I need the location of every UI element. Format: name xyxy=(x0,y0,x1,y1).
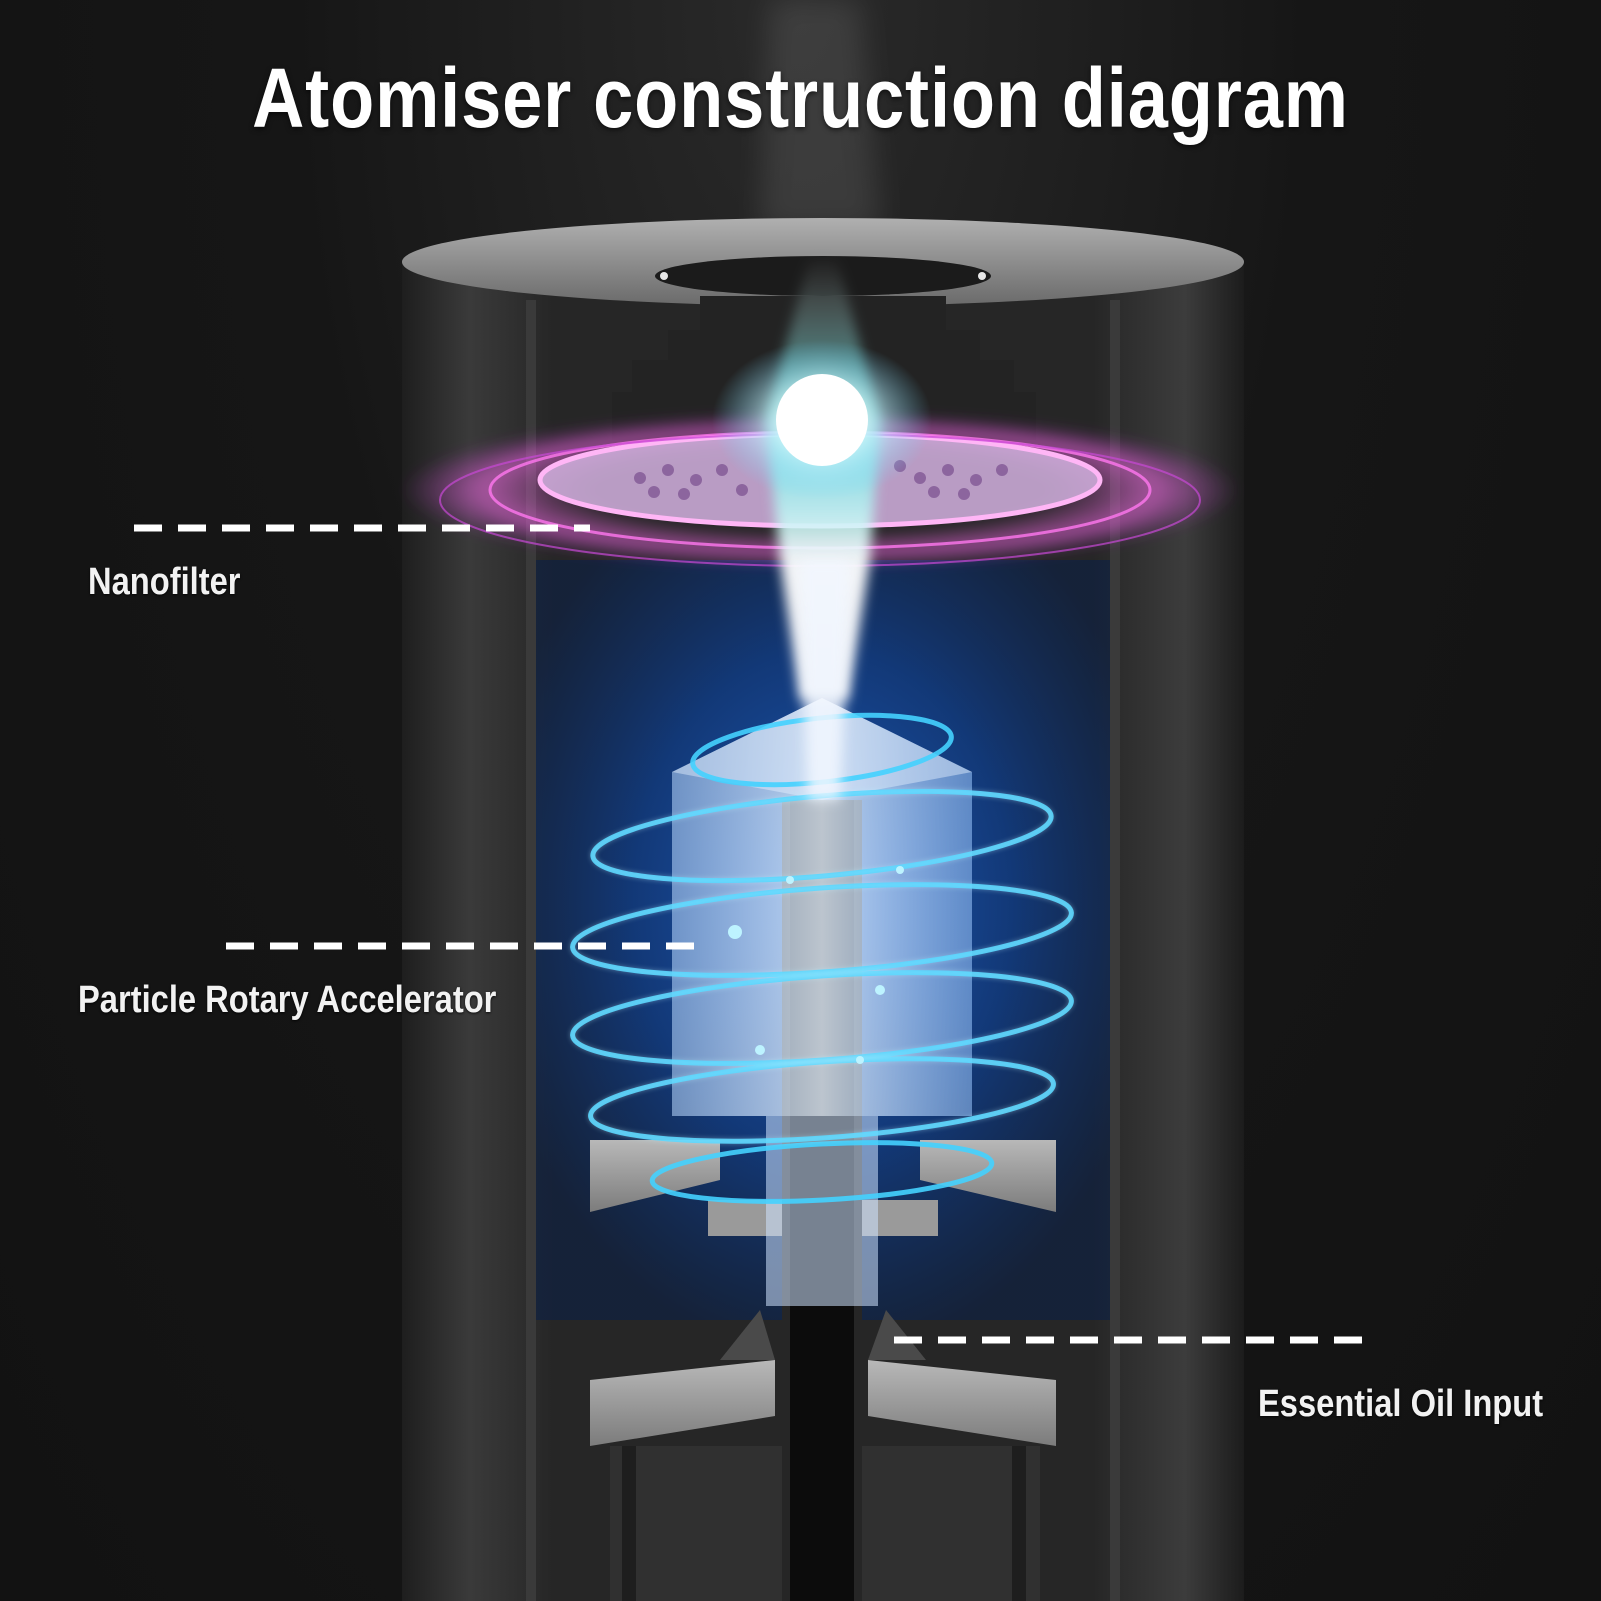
base-block-right xyxy=(868,1360,1056,1446)
lower-collar-right xyxy=(920,1140,1056,1212)
diagram-title: Atomiser construction diagram xyxy=(252,51,1349,145)
label-particle-rotary-accelerator: Particle Rotary Accelerator xyxy=(78,979,497,1021)
label-essential-oil-input: Essential Oil Input xyxy=(1258,1383,1544,1425)
top-mist xyxy=(760,0,880,230)
inner-wall-right xyxy=(1110,300,1120,1601)
inner-wall-left xyxy=(526,300,536,1601)
base-block-left xyxy=(590,1360,775,1446)
label-nanofilter: Nanofilter xyxy=(88,561,241,603)
